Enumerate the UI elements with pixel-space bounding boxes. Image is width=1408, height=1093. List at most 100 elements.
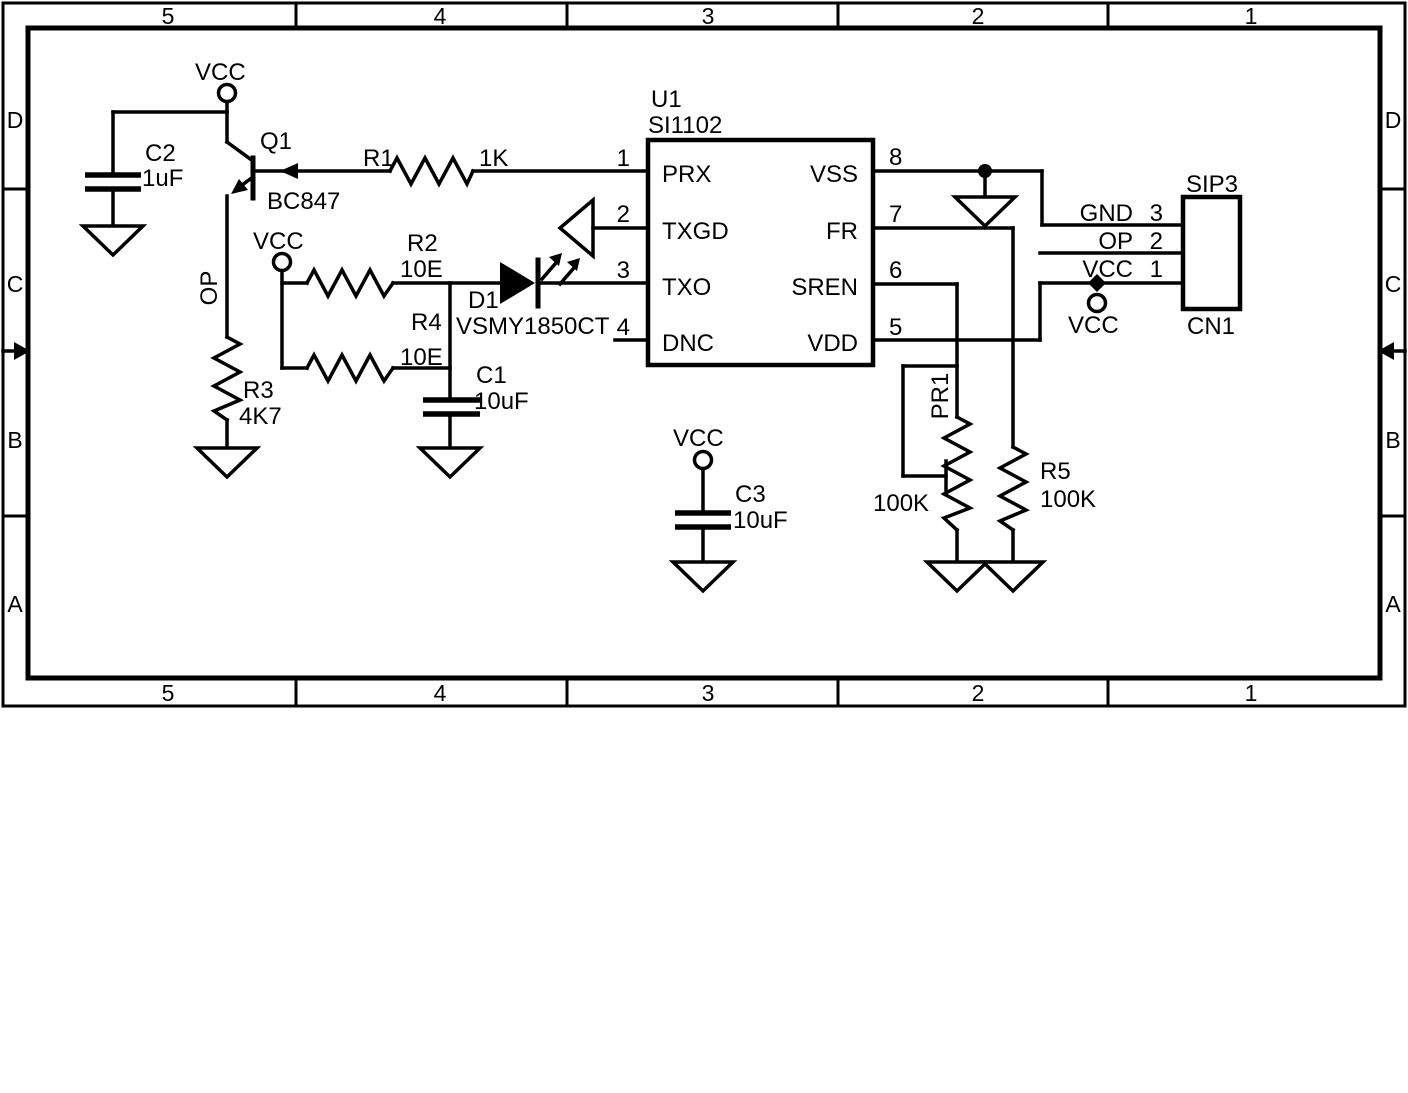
component-part: SIP3 — [1186, 171, 1238, 198]
pin-label: VDD — [807, 330, 858, 357]
sheet-frame: 5 4 3 2 1 5 4 3 2 1 D C B A D C B A — [1, 1, 1407, 708]
component-ref: Q1 — [260, 128, 292, 155]
component-value: 1uF — [142, 165, 183, 192]
potentiometer-pr1: PR1 100K — [871, 282, 992, 594]
resistor-zigzag — [210, 334, 245, 423]
component-ref: C1 — [476, 362, 507, 389]
pin-number: 6 — [889, 257, 902, 284]
ground-symbol — [415, 446, 485, 480]
connector-cn1: SIP3 CN1 GND OP VCC 3 2 1 — [1080, 171, 1243, 340]
pin-number: 1 — [1150, 256, 1163, 283]
junction-dot — [1088, 274, 1106, 292]
junction-dot — [978, 164, 992, 178]
center-mark-arrow-left — [1, 342, 30, 360]
component-value: 4K7 — [239, 403, 282, 430]
vcc-label: VCC — [253, 228, 304, 255]
ground-symbol — [78, 224, 148, 258]
frame-row-label: C — [7, 271, 24, 297]
pin-label: PRX — [662, 161, 711, 188]
component-ref: C3 — [735, 481, 766, 508]
pin-number: 5 — [889, 314, 902, 341]
vcc-pin-circle — [216, 82, 238, 104]
outer-border — [1, 1, 1407, 708]
component-ref: R3 — [243, 377, 274, 404]
frame-column-label: 5 — [162, 3, 175, 29]
net-label-op: OP — [196, 271, 223, 306]
pin-number: 8 — [889, 144, 902, 171]
frame-column-label: 1 — [1245, 680, 1258, 706]
vcc-pin-circle — [692, 449, 714, 471]
frame-row-label: B — [7, 427, 22, 453]
ground-symbol — [978, 560, 1048, 594]
ic-u1: U1 SI1102 PRX TXGD TXO DNC VSS FR SREN V… — [613, 86, 902, 368]
resistor-zigzag — [304, 351, 396, 385]
component-value: 1K — [479, 145, 508, 172]
diode-triangle — [500, 262, 535, 304]
vcc-terminal-r2: VCC — [253, 228, 304, 370]
open-triangle-icon — [557, 196, 595, 260]
net-vdd: VCC — [871, 274, 1185, 342]
vcc-label: VCC — [1068, 312, 1119, 339]
connector-body — [1180, 194, 1243, 312]
frame-column-label: 4 — [434, 680, 447, 706]
frame-column-label: 2 — [972, 680, 985, 706]
component-value: 10E — [400, 256, 443, 283]
frame-row-label: B — [1385, 427, 1400, 453]
frame-row-label: D — [7, 107, 24, 133]
pin-number: 3 — [1150, 200, 1163, 227]
component-ref: R5 — [1040, 458, 1071, 485]
component-value: BC847 — [267, 188, 340, 215]
pin-label: GND — [1080, 200, 1133, 227]
component-value: VSMY1850CT — [456, 313, 610, 340]
txgd-arrow-symbol — [557, 196, 650, 260]
ground-symbol — [922, 560, 992, 594]
component-ref: R4 — [411, 309, 442, 336]
component-value: 10uF — [733, 507, 788, 534]
component-value: 100K — [873, 490, 929, 517]
ground-symbol — [950, 195, 1020, 229]
component-ref: PR1 — [927, 373, 954, 420]
frame-column-label: 4 — [434, 3, 447, 29]
frame-column-label: 3 — [702, 3, 715, 29]
component-ref: U1 — [651, 86, 682, 113]
ground-symbol — [668, 560, 738, 594]
emitter-arrowhead-icon — [231, 179, 248, 194]
frame-column-label: 1 — [1245, 3, 1258, 29]
frame-column-label: 2 — [972, 3, 985, 29]
pin-label: TXGD — [662, 218, 729, 245]
emission-arrow-icon — [539, 253, 562, 282]
collector-wire — [224, 139, 256, 164]
component-ref: R2 — [407, 230, 438, 257]
ground-symbol — [192, 446, 262, 480]
pin-number: 7 — [889, 201, 902, 228]
resistor-r3: R3 4K7 — [192, 334, 282, 480]
resistor-zigzag — [304, 266, 396, 300]
resistor-r1: R1 1K — [363, 145, 650, 188]
resistor-r2: R2 10E — [280, 230, 502, 300]
vcc-label: VCC — [195, 59, 246, 86]
ic-body — [645, 137, 876, 368]
capacitor-c1: C1 10uF — [415, 281, 529, 480]
capacitor-c2: C2 1uF — [78, 110, 229, 258]
pin-label: FR — [826, 218, 858, 245]
component-ref: D1 — [468, 287, 499, 314]
frame-row-label: A — [7, 591, 23, 617]
component-ref: C2 — [145, 140, 176, 167]
frame-row-label: A — [1385, 591, 1401, 617]
resistor-zigzag — [940, 414, 975, 533]
pin-number: 4 — [617, 314, 630, 341]
component-value: 100K — [1040, 486, 1096, 513]
vcc-label: VCC — [673, 425, 724, 452]
base-arrowhead-icon — [280, 163, 298, 179]
component-value: 10uF — [474, 388, 529, 415]
capacitor-c3: VCC C3 10uF — [668, 425, 788, 594]
pin-label: TXO — [662, 274, 711, 301]
pin-label: OP — [1098, 228, 1133, 255]
pin-label: SREN — [791, 274, 858, 301]
pin-label: VSS — [810, 161, 858, 188]
pin-number: 2 — [1150, 228, 1163, 255]
resistor-r5: R5 100K — [871, 226, 1096, 594]
center-mark-arrow-right — [1378, 342, 1407, 360]
pin-label: VCC — [1082, 256, 1133, 283]
